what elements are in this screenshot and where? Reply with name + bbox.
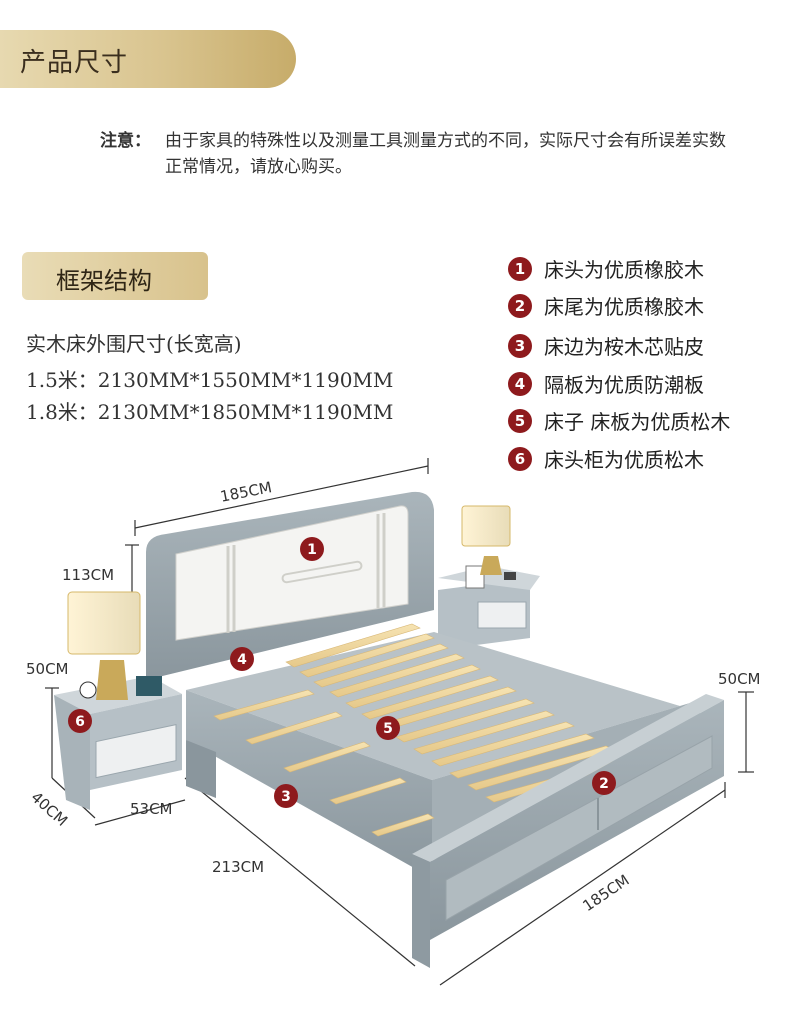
marker-2: 2 bbox=[592, 771, 616, 795]
part-markers: 1 2 3 4 5 6 bbox=[68, 537, 616, 808]
lamp-right bbox=[461, 505, 511, 575]
feature-text: 床边为桉木芯贴皮 bbox=[544, 335, 704, 359]
feature-number: 5 bbox=[508, 408, 532, 433]
feature-number: 3 bbox=[508, 333, 532, 358]
feature-item: 1 床头为优质橡胶木 bbox=[508, 254, 704, 283]
feature-item: 6 床头柜为优质松木 bbox=[508, 444, 704, 473]
feature-item: 2 床尾为优质橡胶木 bbox=[508, 291, 704, 320]
marker-3: 3 bbox=[274, 784, 298, 808]
marker-6-label: 6 bbox=[75, 714, 85, 730]
lamp-left bbox=[67, 591, 162, 700]
marker-4-label: 4 bbox=[237, 652, 247, 668]
notice-text: 由于家具的特殊性以及测量工具测量方式的不同，实际尺寸会有所误差实数正常情况，请放… bbox=[165, 131, 726, 177]
feature-number: 6 bbox=[508, 446, 532, 471]
marker-2-label: 2 bbox=[599, 776, 609, 792]
frame-banner: 框架结构 bbox=[22, 252, 208, 300]
dim-foot-height: 50CM bbox=[718, 670, 761, 688]
dim-head-height: 113CM bbox=[62, 566, 115, 584]
feature-text: 床头柜为优质松木 bbox=[544, 448, 704, 472]
notice-label: 注意： bbox=[100, 131, 151, 151]
dimension-lines bbox=[45, 458, 754, 986]
feature-text: 床头为优质橡胶木 bbox=[544, 258, 704, 282]
marker-1: 1 bbox=[300, 537, 324, 561]
dim-length: 213CM bbox=[212, 858, 265, 876]
marker-3-label: 3 bbox=[281, 789, 291, 805]
marker-5-label: 5 bbox=[383, 721, 393, 737]
marker-5: 5 bbox=[376, 716, 400, 740]
marker-6: 6 bbox=[68, 709, 92, 733]
feature-number: 4 bbox=[508, 371, 532, 396]
dimensions-title: 实木床外围尺寸(长宽高) bbox=[26, 332, 242, 356]
dim-nightstand-height: 50CM bbox=[26, 660, 69, 678]
feature-number: 2 bbox=[508, 293, 532, 318]
footboard bbox=[412, 694, 724, 968]
feature-item: 5 床子 床板为优质松木 bbox=[508, 406, 730, 435]
feature-number: 1 bbox=[508, 256, 532, 281]
dimension-row: 1.8米：2130MM*1850MM*1190MM bbox=[26, 400, 394, 424]
nightstand-right bbox=[438, 565, 540, 650]
feature-item: 4 隔板为优质防潮板 bbox=[508, 369, 704, 398]
frame-title: 框架结构 bbox=[56, 267, 152, 295]
headboard bbox=[146, 491, 434, 680]
title-banner: 产品尺寸 bbox=[0, 30, 296, 88]
page-title: 产品尺寸 bbox=[20, 48, 129, 78]
feature-item: 3 床边为桉木芯贴皮 bbox=[508, 331, 704, 360]
marker-4: 4 bbox=[230, 647, 254, 671]
marker-1-label: 1 bbox=[307, 542, 317, 558]
feature-text: 隔板为优质防潮板 bbox=[544, 373, 704, 397]
feature-text: 床尾为优质橡胶木 bbox=[544, 295, 704, 319]
feature-text: 床子 床板为优质松木 bbox=[544, 410, 731, 434]
dimension-row: 1.5米：2130MM*1550MM*1190MM bbox=[26, 368, 394, 392]
dim-nightstand-width: 53CM bbox=[130, 800, 173, 818]
